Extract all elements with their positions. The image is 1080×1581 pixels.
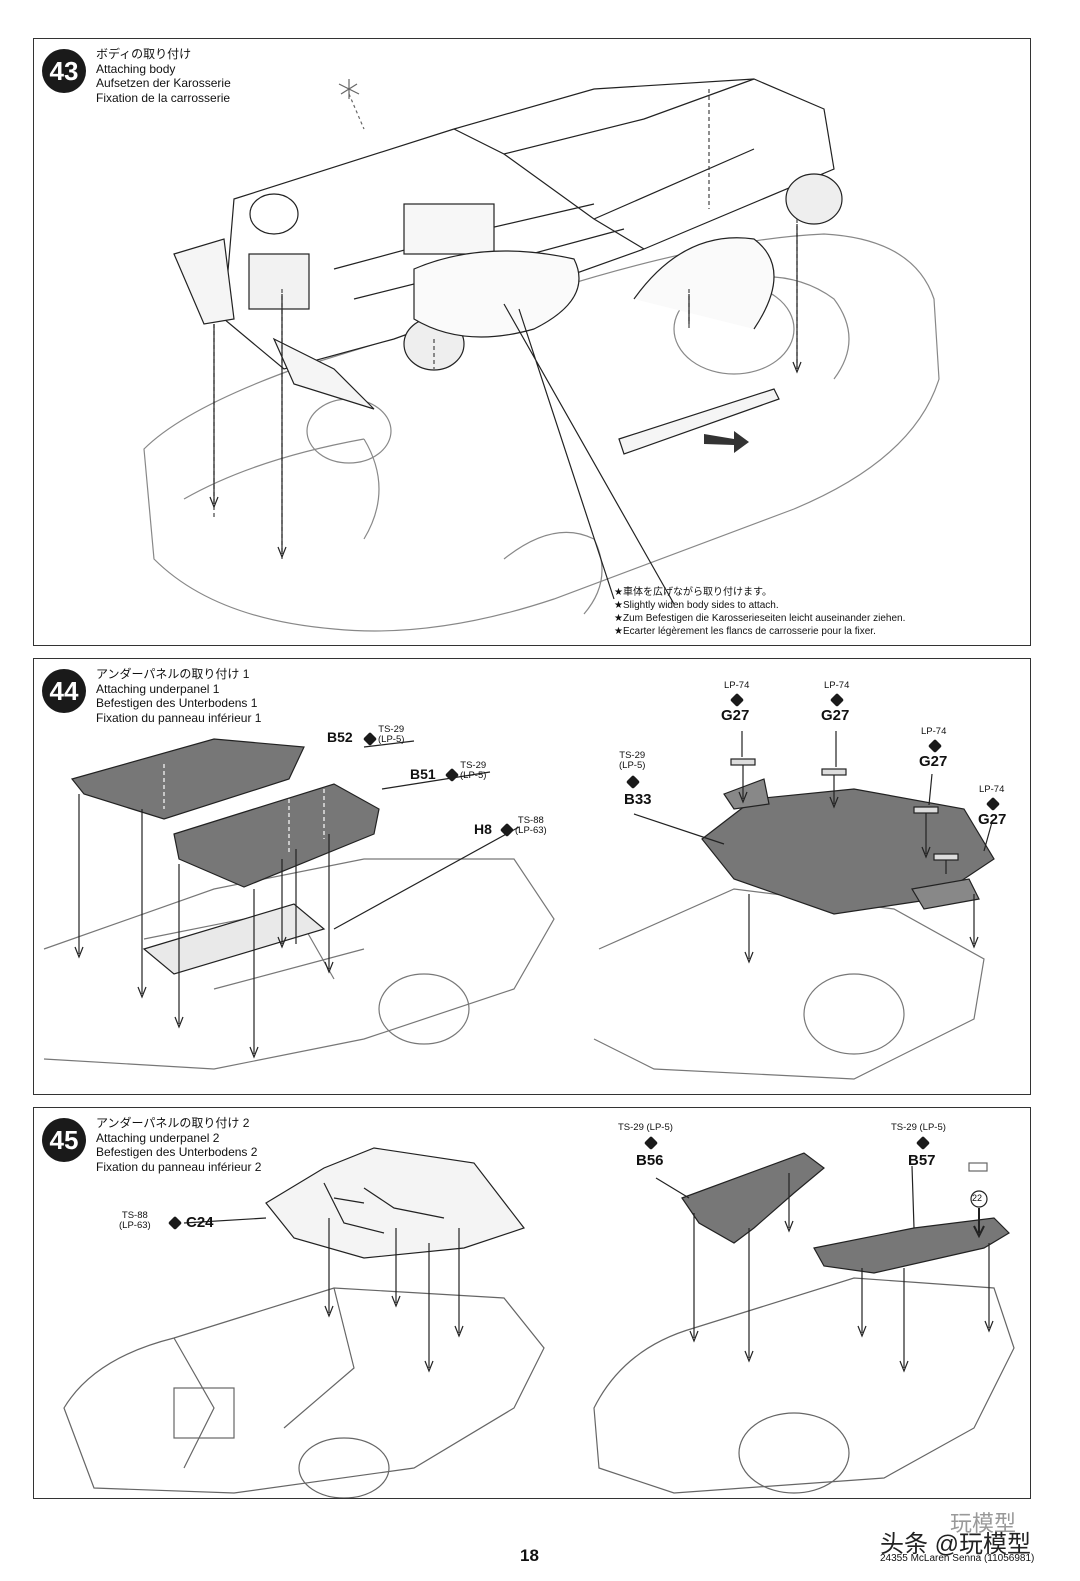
decal-number: 22 <box>972 1193 983 1203</box>
paint-code: TS-29(LP-5) <box>378 724 405 745</box>
title-en: Attaching underpanel 2 <box>96 1130 220 1145</box>
step-43-illustration <box>143 78 940 632</box>
paint-code: TS-88(LP-63) <box>119 1210 151 1231</box>
part-label: G27 <box>821 707 850 724</box>
part-label: B51 <box>410 766 436 782</box>
part-label: G27 <box>919 753 948 770</box>
paint-code: LP-74 <box>824 680 850 691</box>
footer-product-code: 24355 McLaren Senna (11056981) <box>880 1553 1035 1564</box>
paint-code: TS-29 (LP-5) <box>891 1122 946 1133</box>
note-line: ★Zum Befestigen die Karosserieseiten lei… <box>614 613 906 624</box>
part-label: G27 <box>721 707 750 724</box>
paint-code: TS-29(LP-5) <box>619 750 646 771</box>
part-label: B56 <box>636 1152 664 1169</box>
paint-code: TS-88(LP-63) <box>515 815 547 836</box>
step-number-badge: 45 <box>42 1118 86 1162</box>
part-label: B33 <box>624 791 652 808</box>
title-de: Befestigen des Unterbodens 1 <box>96 696 258 710</box>
part-label: G27 <box>978 811 1007 828</box>
paint-code: LP-74 <box>979 784 1005 795</box>
title-de: Aufsetzen der Karosserie <box>96 76 231 90</box>
watermark-faint: 玩模型 <box>950 1511 1017 1536</box>
title-jp: ボディの取り付け <box>96 47 192 61</box>
note-line: ★Ecarter légèrement les flancs de carros… <box>614 626 876 637</box>
title-de: Befestigen des Unterbodens 2 <box>96 1145 258 1159</box>
note-line: ★Slightly widen body sides to attach. <box>614 600 779 611</box>
step-number-badge: 43 <box>42 49 86 93</box>
step-44-panel: 44 アンダーパネルの取り付け 1 Attaching underpanel 1… <box>33 658 1031 1095</box>
page-number: 18 <box>520 1546 539 1565</box>
note-line: ★車体を広げながら取り付けます。 <box>614 587 772 598</box>
paint-code: LP-74 <box>724 680 750 691</box>
title-en: Attaching body <box>96 61 176 76</box>
paint-code: TS-29 (LP-5) <box>618 1122 673 1133</box>
title-en: Attaching underpanel 1 <box>96 681 220 696</box>
part-label: B52 <box>327 729 353 745</box>
title-fr: Fixation de la carrosserie <box>96 90 231 105</box>
step-title-block: アンダーパネルの取り付け 1 Attaching underpanel 1 Be… <box>96 667 261 725</box>
step-43-panel: 43 ボディの取り付け Attaching body Aufsetzen der… <box>33 38 1031 646</box>
step-45-panel: 45 アンダーパネルの取り付け 2 Attaching underpanel 2… <box>33 1107 1031 1499</box>
title-fr: Fixation du panneau inférieur 2 <box>96 1159 262 1174</box>
step-45-illustration <box>63 1147 1015 1498</box>
step-number-badge: 44 <box>42 669 86 713</box>
title-fr: Fixation du panneau inférieur 1 <box>96 710 262 725</box>
title-jp: アンダーパネルの取り付け 1 <box>96 667 250 681</box>
part-label: H8 <box>474 821 492 837</box>
watermark-text: 头条 @玩模型 <box>880 1531 1032 1558</box>
paint-code: LP-74 <box>921 726 947 737</box>
step-44-illustration <box>43 731 995 1080</box>
part-label: C24 <box>186 1214 214 1231</box>
title-jp: アンダーパネルの取り付け 2 <box>96 1116 250 1130</box>
paint-code: TS-29(LP-5) <box>460 760 487 781</box>
step-title-block: ボディの取り付け Attaching body Aufsetzen der Ka… <box>96 47 231 105</box>
step-title-block: アンダーパネルの取り付け 2 Attaching underpanel 2 Be… <box>96 1116 261 1174</box>
part-label: B57 <box>908 1152 936 1169</box>
